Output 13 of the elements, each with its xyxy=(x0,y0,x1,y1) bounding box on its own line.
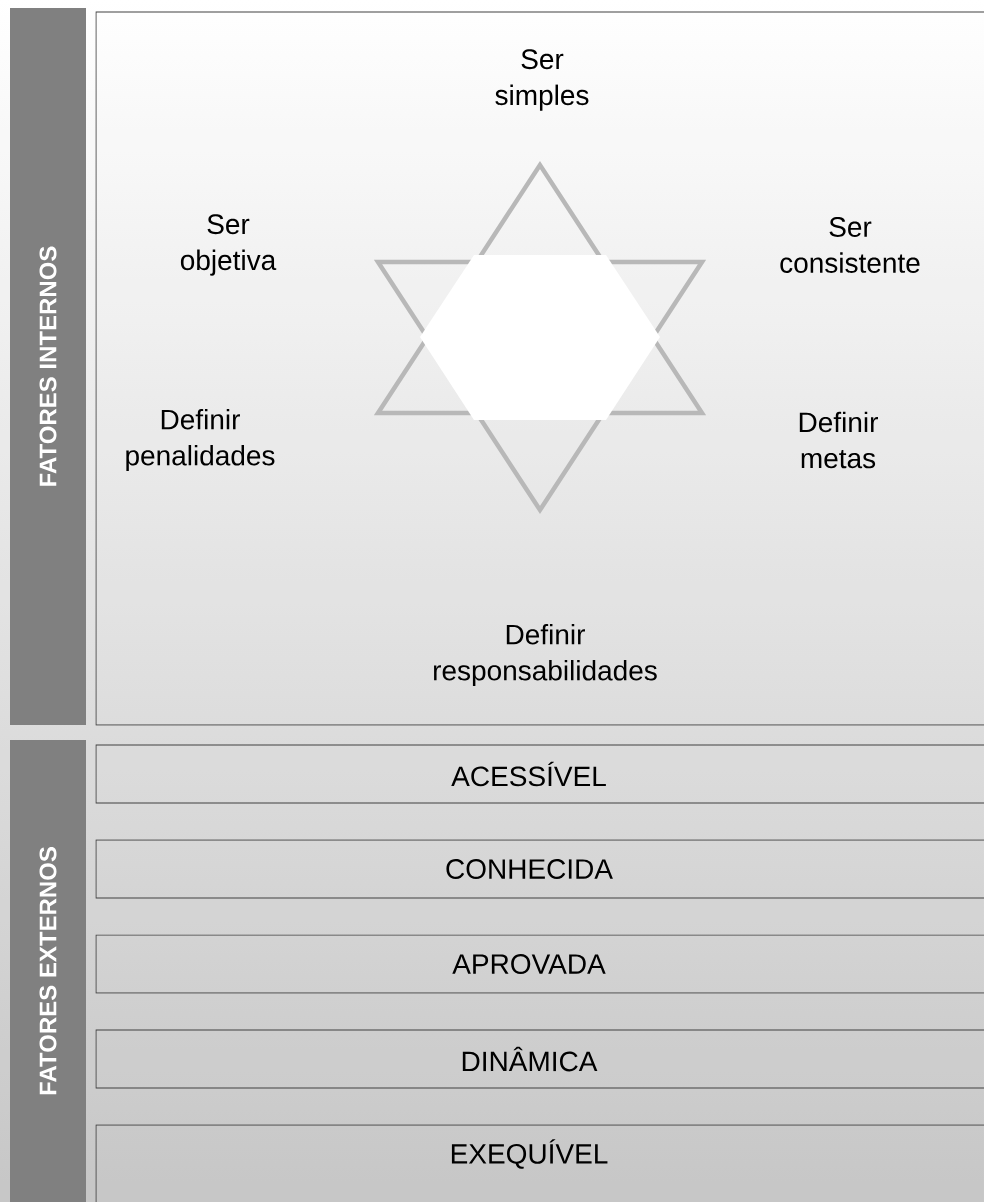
side-band: FATORES INTERNOS xyxy=(10,8,86,725)
star-label: Definir penalidades xyxy=(126,408,275,472)
star-label: Ser consistente xyxy=(780,217,920,273)
star-label: Ser simples xyxy=(495,49,589,111)
side-band: FATORES EXTERNOS xyxy=(10,740,86,1202)
star-label: Ser objetiva xyxy=(180,214,277,276)
star-label: Definir responsabilidades xyxy=(434,623,657,687)
criterion-box: ACESSÍVEL xyxy=(95,744,984,804)
criterion-box: EXEQUÍVEL xyxy=(95,1124,984,1202)
criterion-box: APROVADA xyxy=(95,934,984,994)
star-label: Definir metas xyxy=(799,411,878,469)
criterion-box: CONHECIDA xyxy=(95,839,984,899)
criterion-box: DINÂMICA xyxy=(95,1029,984,1089)
